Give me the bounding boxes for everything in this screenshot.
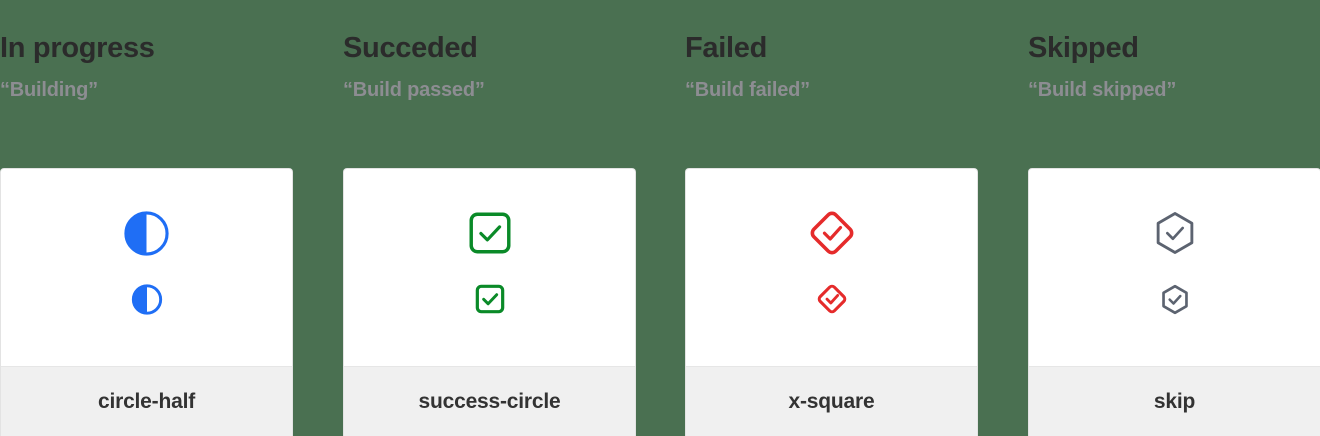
- icon-preview-area: [686, 169, 977, 366]
- icon-card-skip[interactable]: skip: [1028, 168, 1320, 436]
- icon-name-label: success-circle: [418, 389, 561, 413]
- status-column-failed: Failed “Build failed”: [660, 0, 990, 436]
- icon-preview-area: [1029, 169, 1320, 366]
- column-title: Failed: [685, 32, 767, 64]
- icon-name-footer: x-square: [686, 366, 977, 436]
- x-square-icon-small: [816, 283, 848, 315]
- success-circle-icon-small: [474, 283, 506, 315]
- column-header: In progress “Building”: [0, 0, 330, 102]
- circle-half-icon-small: [131, 283, 163, 315]
- icon-card-circle-half[interactable]: circle-half: [0, 168, 293, 436]
- status-column-skipped: Skipped “Build skipped”: [990, 0, 1320, 436]
- column-subtitle: “Build passed”: [343, 79, 485, 101]
- icon-card-x-square[interactable]: x-square: [685, 168, 978, 436]
- column-title: In progress: [0, 32, 155, 64]
- icon-preview-area: [1, 169, 292, 366]
- column-title: Succeded: [343, 32, 478, 64]
- icon-name-label: skip: [1153, 389, 1196, 413]
- column-header: Succeded “Build passed”: [330, 0, 660, 102]
- icon-name-footer: success-circle: [344, 366, 635, 436]
- icon-name-footer: circle-half: [1, 366, 292, 436]
- circle-half-icon: [123, 209, 171, 257]
- column-title: Skipped: [1028, 32, 1139, 64]
- icon-preview-area: [344, 169, 635, 366]
- column-header: Skipped “Build skipped”: [990, 0, 1320, 102]
- status-column-succeded: Succeded “Build passed”: [330, 0, 660, 436]
- skip-icon-small: [1159, 283, 1191, 315]
- success-circle-icon: [466, 209, 514, 257]
- icon-name-label: x-square: [788, 389, 875, 413]
- skip-icon: [1151, 209, 1199, 257]
- icon-name-footer: skip: [1029, 366, 1320, 436]
- icon-card-success-circle[interactable]: success-circle: [343, 168, 636, 436]
- column-header: Failed “Build failed”: [660, 0, 990, 102]
- column-subtitle: “Building”: [0, 79, 98, 101]
- icon-name-label: circle-half: [97, 389, 195, 413]
- column-subtitle: “Build failed”: [685, 79, 810, 101]
- status-column-in-progress: In progress “Building”: [0, 0, 330, 436]
- x-square-icon: [808, 209, 856, 257]
- column-subtitle: “Build skipped”: [1028, 79, 1177, 101]
